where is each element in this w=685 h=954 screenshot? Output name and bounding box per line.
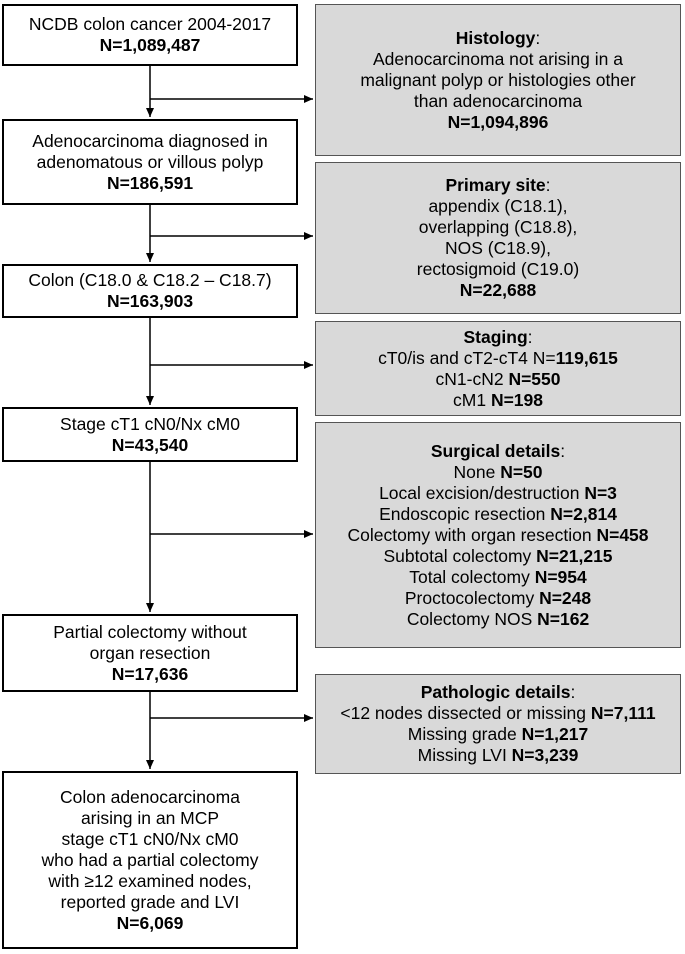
- exclusion-item: Missing LVI N=3,239: [417, 745, 579, 765]
- box-text: adenomatous or villous polyp: [36, 151, 264, 172]
- main-box-partial-colectomy: Partial colectomy without organ resectio…: [2, 614, 298, 692]
- exclusion-text: Adenocarcinoma not arising in a: [372, 48, 623, 69]
- box-text: Adenocarcinoma diagnosed in: [32, 130, 268, 151]
- exclusion-item: Total colectomy N=954: [409, 566, 587, 587]
- exclusion-item: <12 nodes dissected or missing N=7,111: [340, 703, 656, 723]
- exclusion-title: Staging:: [463, 326, 533, 347]
- box-text: Colon adenocarcinoma: [60, 786, 240, 807]
- box-text: reported grade and LVI: [60, 891, 240, 912]
- exclusion-item: Proctocolectomy N=248: [404, 587, 592, 608]
- box-count: N=17,636: [111, 663, 189, 684]
- exclusion-title: Histology:: [455, 27, 541, 48]
- exclusion-item: cT0/is and cT2-cT4 N=119,615: [378, 347, 618, 368]
- exclusion-item: Colectomy NOS N=162: [406, 608, 590, 629]
- exclusion-text: malignant polyp or histologies other: [360, 69, 636, 90]
- exclusion-text: NOS (C18.9),: [445, 238, 551, 258]
- exclusion-item: Subtotal colectomy N=21,215: [383, 545, 613, 566]
- main-box-ncdb-cohort: NCDB colon cancer 2004-2017 N=1,089,487: [2, 4, 298, 66]
- box-text: organ resection: [89, 642, 211, 663]
- exclusion-item: Missing grade N=1,217: [407, 724, 589, 744]
- exclusion-count: N=1,094,896: [447, 111, 549, 132]
- box-text: Partial colectomy without: [53, 621, 247, 642]
- exclusion-box-primary-site: Primary site: appendix (C18.1), overlapp…: [315, 162, 681, 314]
- exclusion-item: Endoscopic resection N=2,814: [379, 503, 617, 524]
- box-text: with ≥12 examined nodes,: [48, 870, 252, 891]
- exclusion-item: cN1-cN2 N=550: [435, 368, 561, 389]
- exclusion-count: N=22,688: [459, 280, 537, 300]
- exclusion-text: appendix (C18.1),: [428, 196, 568, 216]
- exclusion-box-surgical: Surgical details: None N=50 Local excisi…: [315, 422, 681, 648]
- exclusion-box-histology: Histology: Adenocarcinoma not arising in…: [315, 4, 681, 156]
- box-text: stage cT1 cN0/Nx cM0: [61, 828, 239, 849]
- exclusion-item: None N=50: [453, 461, 543, 482]
- main-box-colon-site: Colon (C18.0 & C18.2 – C18.7) N=163,903: [2, 264, 298, 318]
- exclusion-box-pathologic: Pathologic details: <12 nodes dissected …: [315, 674, 681, 774]
- box-text: who had a partial colectomy: [41, 849, 259, 870]
- box-text: Stage cT1 cN0/Nx cM0: [60, 413, 240, 434]
- box-text: arising in an MCP: [80, 807, 220, 828]
- box-text: NCDB colon cancer 2004-2017: [28, 14, 272, 34]
- box-count: N=163,903: [106, 291, 194, 311]
- box-count: N=1,089,487: [99, 35, 201, 55]
- main-box-adenocarcinoma-polyp: Adenocarcinoma diagnosed in adenomatous …: [2, 119, 298, 205]
- exclusion-title: Surgical details:: [430, 440, 566, 461]
- box-count: N=6,069: [116, 912, 184, 933]
- exclusion-text: overlapping (C18.8),: [418, 217, 578, 237]
- box-count: N=43,540: [111, 434, 189, 455]
- main-box-stage-ct1: Stage cT1 cN0/Nx cM0 N=43,540: [2, 407, 298, 462]
- box-count: N=186,591: [106, 172, 194, 193]
- exclusion-box-staging: Staging: cT0/is and cT2-cT4 N=119,615 cN…: [315, 321, 681, 416]
- main-box-final-cohort: Colon adenocarcinoma arising in an MCP s…: [2, 771, 298, 949]
- exclusion-text: than adenocarcinoma: [413, 90, 583, 111]
- exclusion-title: Primary site:: [445, 175, 551, 195]
- exclusion-item: Local excision/destruction N=3: [379, 482, 617, 503]
- exclusion-text: rectosigmoid (C19.0): [416, 259, 580, 279]
- exclusion-item: cM1 N=198: [453, 389, 543, 410]
- box-text: Colon (C18.0 & C18.2 – C18.7): [28, 270, 272, 290]
- exclusion-item: Colectomy with organ resection N=458: [347, 524, 649, 545]
- exclusion-title: Pathologic details:: [420, 682, 576, 702]
